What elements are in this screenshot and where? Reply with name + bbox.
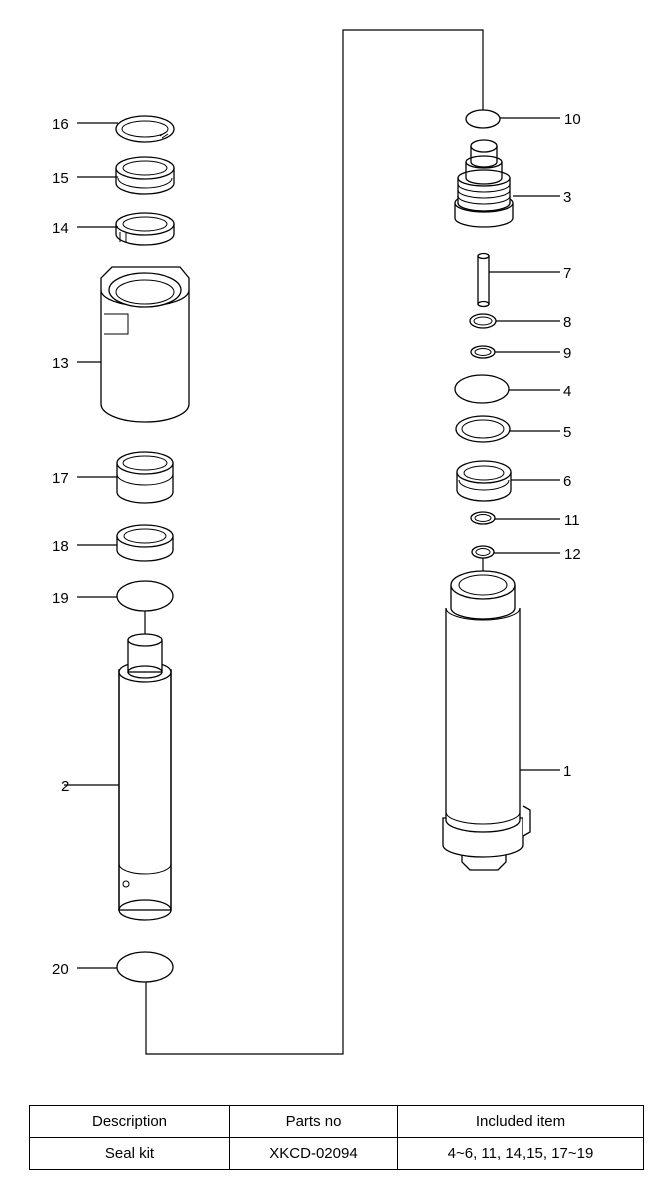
part-13-housing — [100, 266, 190, 423]
part-17-bushing — [116, 451, 174, 504]
callout-13: 13 — [52, 355, 69, 372]
callout-20: 20 — [52, 961, 69, 978]
callout-6: 6 — [563, 473, 571, 490]
part-15-ring — [115, 156, 175, 195]
seal-kit-table: Description Parts no Included item Seal … — [29, 1105, 644, 1170]
exploded-parts-diagram: 16 15 14 13 17 18 19 2 20 10 3 7 8 9 4 5… — [52, 29, 581, 1055]
part-7-pin — [477, 252, 490, 308]
callout-4: 4 — [563, 383, 571, 400]
cell-description: Seal kit — [29, 1137, 230, 1170]
callout-3: 3 — [563, 189, 571, 206]
part-16-snap-ring — [115, 115, 175, 143]
callout-19: 19 — [52, 590, 69, 607]
callout-15: 15 — [52, 170, 69, 187]
part-2-piston-rod — [118, 633, 172, 921]
part-8-o-ring — [469, 313, 497, 329]
part-3-valve-plunger — [454, 139, 514, 228]
callout-12: 12 — [564, 546, 581, 563]
part-12-o-ring — [471, 545, 495, 559]
part-20-disc — [116, 951, 174, 983]
table-header-row: Description Parts no Included item — [29, 1105, 644, 1138]
cell-parts-no: XKCD-02094 — [229, 1137, 398, 1170]
callout-10: 10 — [564, 111, 581, 128]
part-19-disc — [116, 580, 174, 612]
header-parts-no: Parts no — [229, 1105, 398, 1138]
part-4-disc — [454, 374, 510, 404]
cell-included-item: 4~6, 11, 14,15, 17~19 — [397, 1137, 644, 1170]
callout-1: 1 — [563, 763, 571, 780]
header-included-item: Included item — [397, 1105, 644, 1138]
part-10-disc — [465, 109, 501, 129]
part-6-cup-seal — [456, 460, 512, 502]
callout-2: 2 — [61, 778, 69, 795]
callout-17: 17 — [52, 470, 69, 487]
callout-14: 14 — [52, 220, 69, 237]
callout-8: 8 — [563, 314, 571, 331]
table-row: Seal kit XKCD-02094 4~6, 11, 14,15, 17~1… — [29, 1137, 644, 1170]
callout-9: 9 — [563, 345, 571, 362]
callout-16: 16 — [52, 116, 69, 133]
callout-11: 11 — [564, 512, 580, 529]
part-5-seal-ring — [455, 415, 511, 443]
part-14-split-ring — [115, 212, 175, 246]
part-1-cylinder-body — [442, 570, 531, 871]
header-description: Description — [29, 1105, 230, 1138]
callout-7: 7 — [563, 265, 571, 282]
callout-5: 5 — [563, 424, 571, 441]
part-9-o-ring — [470, 345, 496, 359]
part-18-seal-ring — [116, 524, 174, 562]
part-11-o-ring — [470, 511, 496, 525]
callout-18: 18 — [52, 538, 69, 555]
assembly-path-line — [145, 29, 484, 1055]
